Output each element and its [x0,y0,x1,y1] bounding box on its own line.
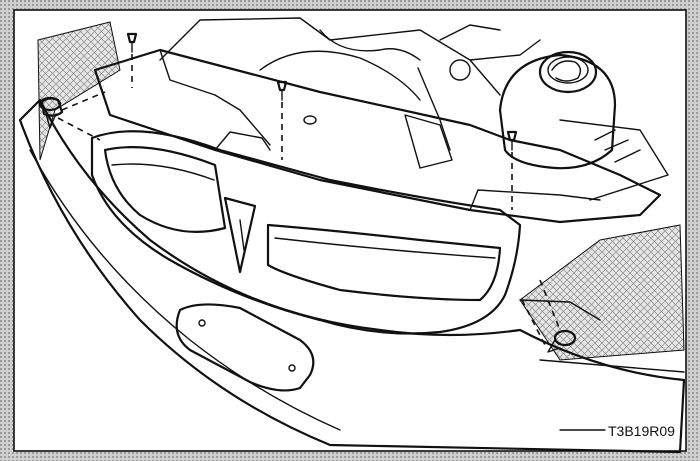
screw-3 [506,130,518,210]
bumper-fascia [18,98,686,454]
left-clip [38,91,106,141]
left-mesh [37,21,121,161]
radiator-grille [90,130,522,335]
screw-1 [126,32,138,88]
upper-cross-member [93,48,662,224]
drawing-area [13,9,687,452]
figure-code: T3B19R09 [608,423,675,439]
screw-2 [276,80,288,160]
engine-components [159,17,669,201]
right-clip [521,279,577,353]
reservoir [498,50,617,170]
